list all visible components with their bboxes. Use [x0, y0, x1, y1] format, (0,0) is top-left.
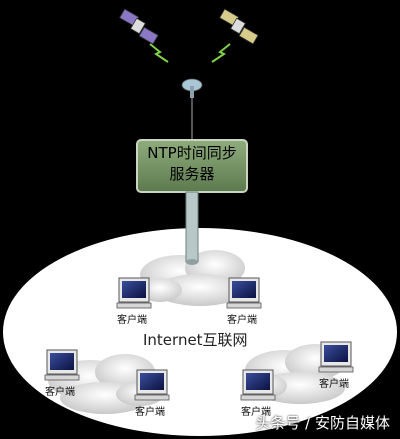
- client-pc-icon: [116, 277, 152, 309]
- client-label: 客户端: [117, 315, 147, 326]
- client-label: 客户端: [241, 407, 271, 418]
- pole-base: [186, 259, 198, 265]
- signal-bolt-left: [149, 43, 169, 63]
- server-pole: [185, 191, 199, 263]
- satellite-right-icon: [219, 8, 259, 45]
- cloud-center: [138, 250, 245, 306]
- client-pc-icon: [318, 341, 354, 373]
- client-label: 客户端: [319, 379, 349, 390]
- client-label: 客户端: [135, 407, 165, 418]
- client-pc-icon: [44, 349, 80, 381]
- client-label: 客户端: [227, 315, 257, 326]
- satellite-left-icon: [119, 8, 159, 45]
- server-label-line1: NTP时间同步: [147, 144, 237, 162]
- internet-label: Internet互联网: [143, 331, 248, 349]
- client-pc-icon: [240, 369, 276, 401]
- client-pc-icon: [134, 369, 170, 401]
- server-label: NTP时间同步 服务器: [137, 140, 247, 195]
- server-label-line2: 服务器: [169, 165, 215, 183]
- signal-bolt-right: [211, 43, 231, 63]
- client-label: 客户端: [45, 387, 75, 398]
- antenna-icon: [181, 78, 203, 98]
- watermark: 头条号 / 安防自媒体: [255, 414, 390, 432]
- client-pc-icon: [226, 277, 262, 309]
